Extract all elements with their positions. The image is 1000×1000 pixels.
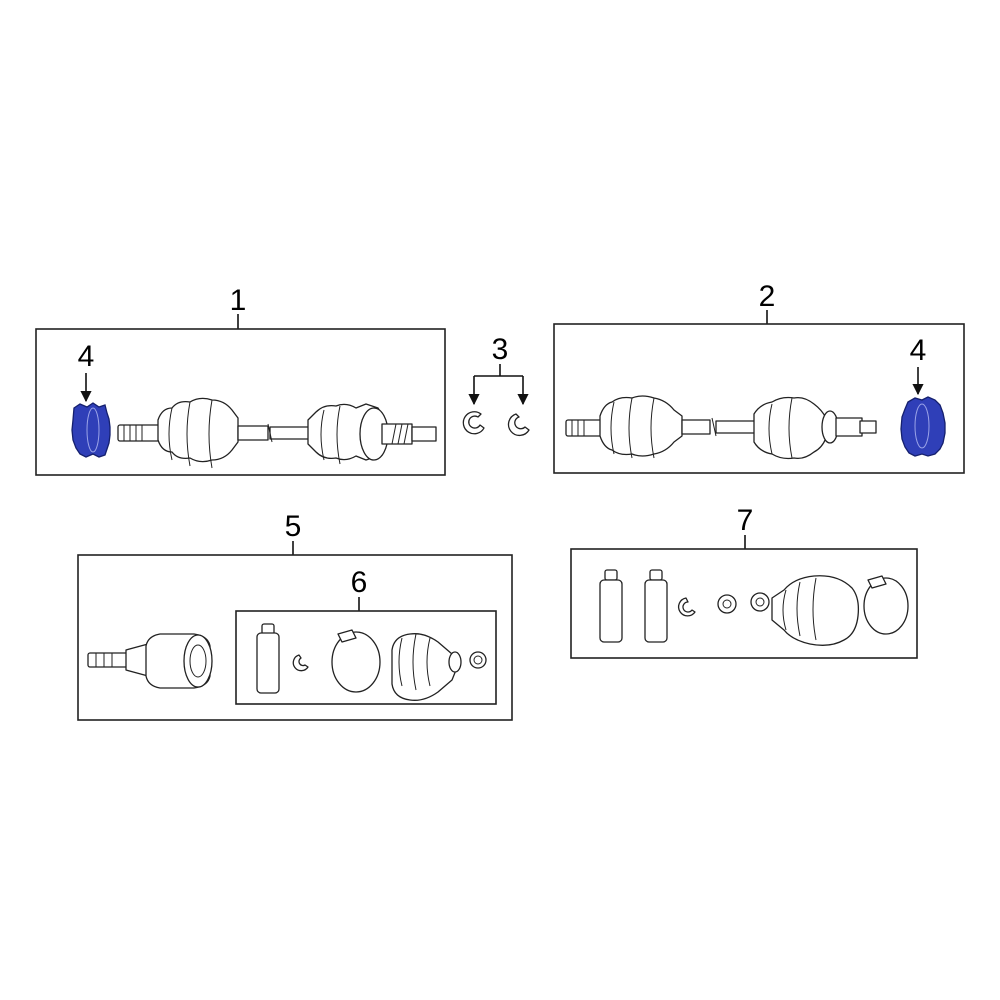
callout-box-1	[35, 328, 446, 476]
callout-4-right: 4	[910, 334, 927, 367]
axle-shaft-right	[711, 417, 757, 437]
inner-joint-kit-5[interactable]: 5 6	[77, 510, 513, 721]
boot-kit-6[interactable]: 6	[235, 566, 497, 705]
grease-tube-a	[599, 569, 623, 643]
callout-box-7	[570, 548, 918, 659]
outer-cv-boot	[771, 575, 860, 646]
inner-joint-housing	[87, 633, 213, 689]
callout-box-2	[553, 323, 965, 474]
outer-cv-joint-right	[753, 396, 877, 460]
cv-boot	[391, 633, 462, 701]
callout-1: 1	[230, 284, 247, 317]
tone-ring-right[interactable]	[900, 396, 946, 457]
snap-rings-3[interactable]: 3	[462, 333, 530, 437]
grease-tube	[256, 623, 280, 694]
axle-shaft	[237, 423, 311, 443]
callout-2: 2	[759, 280, 776, 313]
outer-cv-joint	[307, 403, 437, 465]
grease-tube-b	[644, 569, 668, 643]
callout-5: 5	[285, 510, 302, 543]
outer-boot-kit-7[interactable]: 7	[570, 504, 918, 659]
snap-ring-outer	[677, 597, 696, 617]
boot-clamp-large	[331, 629, 381, 693]
callout-box-6	[235, 610, 497, 705]
snap-ring-b	[507, 413, 530, 437]
clamp-large-outer	[863, 575, 909, 635]
clamp-small-b	[750, 592, 770, 612]
inner-stub-shaft	[117, 424, 161, 442]
snap-ring-a	[462, 411, 485, 435]
callout-7: 7	[737, 504, 754, 537]
callout-6: 6	[351, 566, 368, 599]
callout-4-left: 4	[78, 340, 95, 373]
callout-box-5	[77, 554, 513, 721]
clamp-small-a	[717, 594, 737, 614]
axle-assembly-1[interactable]: 1 4	[35, 284, 446, 476]
inner-cv-boot-right	[599, 395, 711, 459]
snap-ring-kit	[292, 654, 309, 672]
callout-3: 3	[492, 333, 509, 366]
tone-ring-left[interactable]	[71, 402, 111, 458]
boot-clamp-small	[469, 651, 487, 669]
axle-assembly-2[interactable]: 2	[553, 280, 965, 474]
inner-cv-boot	[157, 397, 239, 469]
